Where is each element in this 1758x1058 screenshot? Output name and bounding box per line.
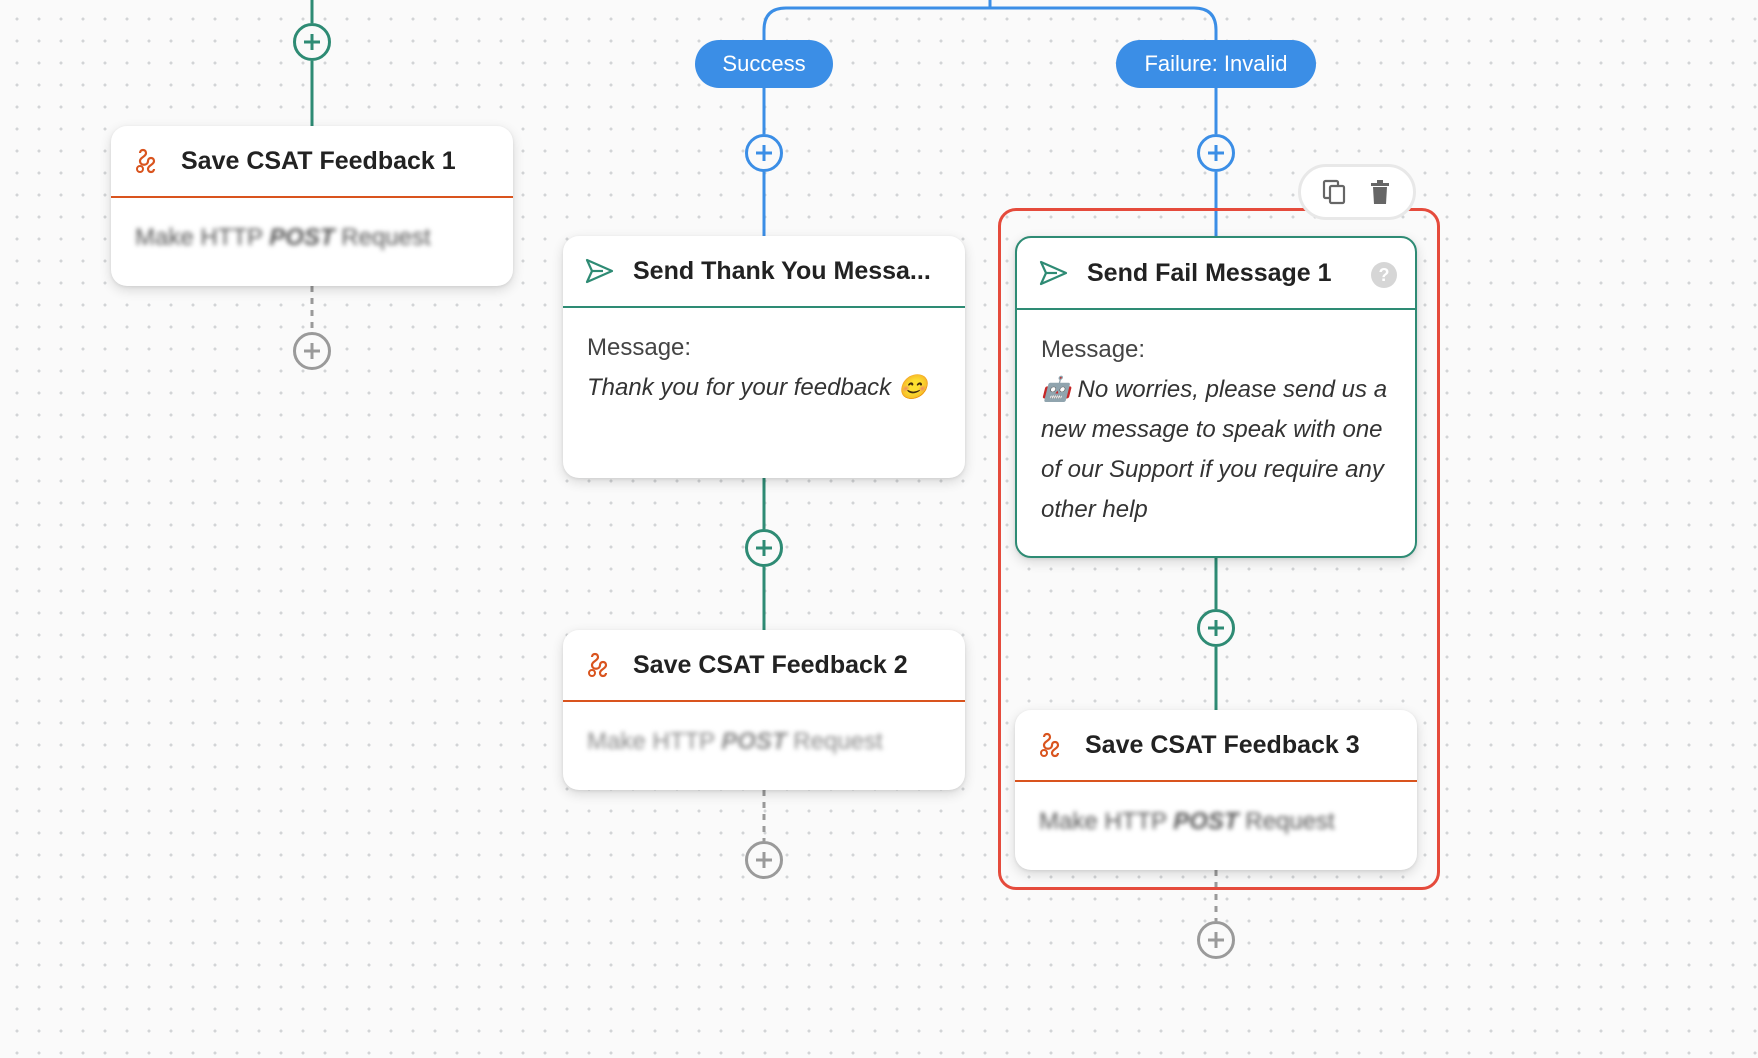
node-header: Save CSAT Feedback 1 xyxy=(111,126,513,198)
http-method: POST xyxy=(721,728,787,755)
message-text: 🤖 No worries, please send us a new messa… xyxy=(1041,376,1388,523)
node-description: Make HTTP POST Request xyxy=(111,198,513,282)
node-title: Save CSAT Feedback 1 xyxy=(181,146,456,175)
add-step-button[interactable] xyxy=(293,332,331,370)
node-description-prefix: Make HTTP xyxy=(587,728,722,755)
node-title: Save CSAT Feedback 3 xyxy=(1085,730,1360,759)
add-step-button[interactable] xyxy=(293,23,331,61)
node-description-suffix: Request xyxy=(786,728,883,755)
http-node-save-csat-feedback-2[interactable]: Save CSAT Feedback 2 Make HTTP POST Requ… xyxy=(563,630,965,790)
plus-icon xyxy=(1208,145,1224,161)
branch-label-failure-invalid[interactable]: Failure: Invalid xyxy=(1116,40,1316,88)
message-text: Thank you for your feedback 😊 xyxy=(587,374,928,401)
plus-icon xyxy=(756,145,772,161)
plus-icon xyxy=(1208,932,1224,948)
node-header: Send Thank You Messa... xyxy=(563,236,965,308)
branch-label-success[interactable]: Success xyxy=(695,40,833,88)
plus-icon xyxy=(756,540,772,556)
send-message-icon xyxy=(1039,260,1068,286)
node-header: Save CSAT Feedback 3 xyxy=(1015,710,1417,782)
add-step-button-success[interactable] xyxy=(745,134,783,172)
add-step-button[interactable] xyxy=(1197,609,1235,647)
node-message: Message: 🤖 No worries, please send us a … xyxy=(1017,310,1415,554)
add-step-button[interactable] xyxy=(1197,921,1235,959)
add-step-button[interactable] xyxy=(745,529,783,567)
plus-icon xyxy=(756,852,772,868)
node-header: Save CSAT Feedback 2 xyxy=(563,630,965,702)
node-title: Send Fail Message 1 xyxy=(1087,258,1332,287)
node-description-prefix: Make HTTP xyxy=(135,224,270,251)
plus-icon xyxy=(1208,620,1224,636)
send-message-icon xyxy=(585,258,614,284)
http-request-icon xyxy=(588,652,608,678)
message-node-send-thank-you[interactable]: Send Thank You Messa... Message: Thank y… xyxy=(563,236,965,478)
help-icon[interactable]: ? xyxy=(1371,262,1397,288)
copy-icon[interactable] xyxy=(1320,178,1348,206)
plus-icon xyxy=(304,34,320,50)
http-method: POST xyxy=(269,224,335,251)
message-node-send-fail-message-1[interactable]: Send Fail Message 1 ? Message: 🤖 No worr… xyxy=(1015,236,1417,558)
http-request-icon xyxy=(1040,732,1060,758)
node-header: Send Fail Message 1 ? xyxy=(1017,238,1415,310)
selection-outline xyxy=(998,208,1440,890)
add-step-button[interactable] xyxy=(745,841,783,879)
http-request-icon xyxy=(136,148,156,174)
node-description-prefix: Make HTTP xyxy=(1039,808,1174,835)
node-title: Send Thank You Messa... xyxy=(633,256,931,285)
plus-icon xyxy=(304,343,320,359)
trash-icon[interactable] xyxy=(1366,178,1394,206)
node-message: Message: Thank you for your feedback 😊 xyxy=(563,308,965,432)
message-label: Message: xyxy=(587,334,692,361)
message-label: Message: xyxy=(1041,336,1146,363)
http-node-save-csat-feedback-1[interactable]: Save CSAT Feedback 1 Make HTTP POST Requ… xyxy=(111,126,513,286)
node-toolbar xyxy=(1298,164,1416,220)
node-description: Make HTTP POST Request xyxy=(563,702,965,786)
node-description-suffix: Request xyxy=(1238,808,1335,835)
http-method: POST xyxy=(1173,808,1239,835)
add-step-button-failure[interactable] xyxy=(1197,134,1235,172)
http-node-save-csat-feedback-3[interactable]: Save CSAT Feedback 3 Make HTTP POST Requ… xyxy=(1015,710,1417,870)
node-title: Save CSAT Feedback 2 xyxy=(633,650,908,679)
node-description-suffix: Request xyxy=(334,224,431,251)
node-description: Make HTTP POST Request xyxy=(1015,782,1417,866)
